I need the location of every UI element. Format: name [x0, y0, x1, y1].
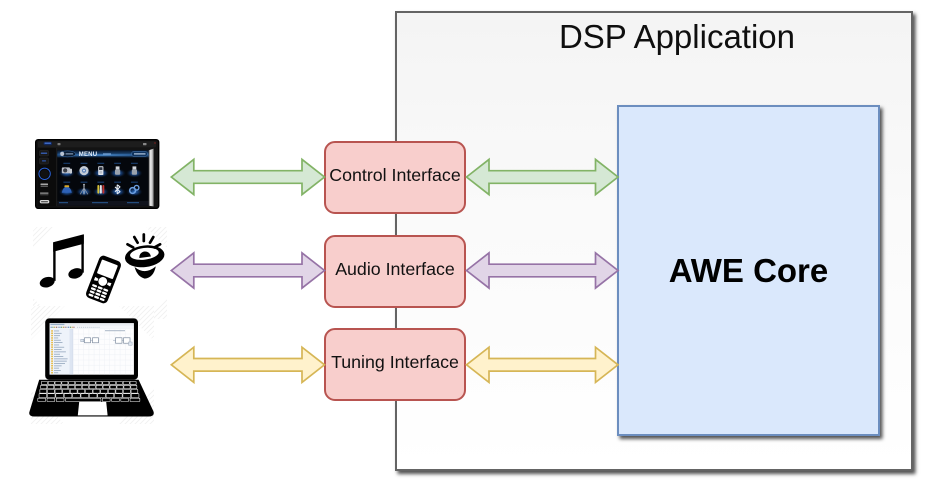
svg-text:MENU: MENU — [79, 152, 97, 158]
